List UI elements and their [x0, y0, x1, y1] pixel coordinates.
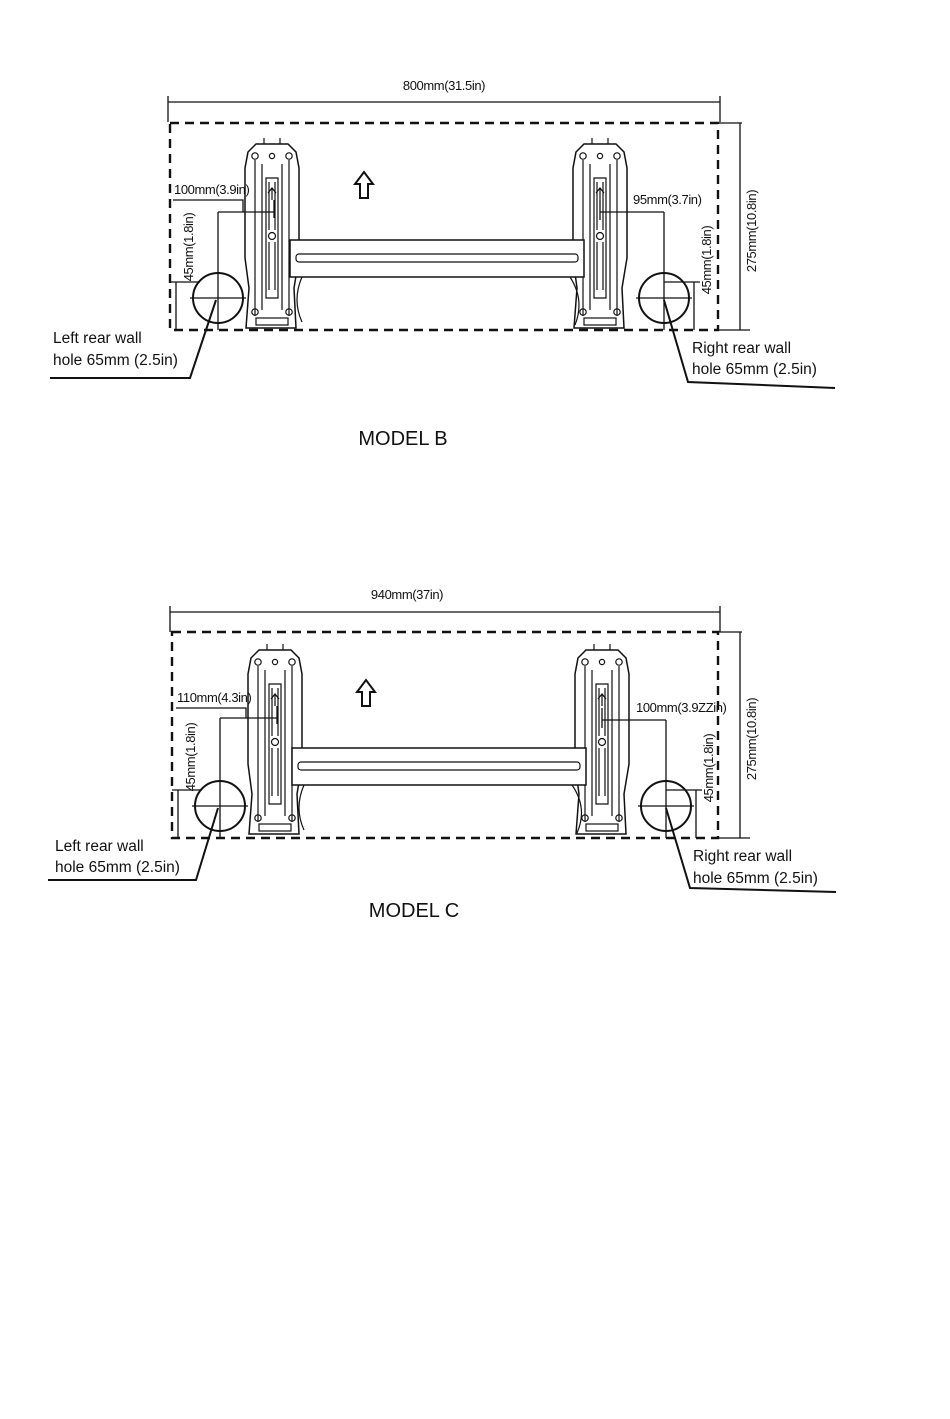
model-b-left-offset-label: 100mm(3.9in) [174, 182, 249, 197]
model-c-right-bracket [574, 643, 630, 835]
model-b-left-hole-label-line2: hole 65mm (2.5in) [53, 352, 178, 369]
model-c-right-hole-label-line2: hole 65mm (2.5in) [693, 870, 818, 887]
model-c-diagram: 940mm(37in) 275mm(10.8in) 110mm(4.3in) 1… [48, 587, 837, 922]
model-b-right-bracket [572, 137, 628, 329]
model-b-right-hole-height-label: 45mm(1.8in) [699, 226, 714, 295]
model-b-up-arrow-icon [354, 171, 374, 199]
model-b-title: MODEL B [358, 428, 447, 450]
model-b-right-hole-label-line1: Right rear wall [692, 340, 791, 357]
model-b-right-offset-label: 95mm(3.7in) [633, 192, 702, 207]
model-c-right-offset-label: 100mm(3.9ZZin) [636, 700, 727, 715]
model-b-right-hole-label-line2: hole 65mm (2.5in) [692, 361, 817, 378]
model-c-left-hole-label-line2: hole 65mm (2.5in) [55, 859, 180, 876]
model-c-width-label: 940mm(37in) [371, 587, 443, 602]
model-c-left-hole-height-label: 45mm(1.8in) [183, 723, 198, 792]
model-c-up-arrow-icon [356, 679, 376, 707]
model-b-left-hole-height-label: 45mm(1.8in) [181, 213, 196, 282]
model-c-left-bracket [247, 643, 303, 835]
model-c-right-hole-label-line1: Right rear wall [693, 848, 792, 865]
model-b-width-label: 800mm(31.5in) [403, 78, 485, 93]
model-b-left-hole-label-line1: Left rear wall [53, 330, 142, 347]
model-c-title: MODEL C [369, 900, 459, 922]
model-c-height-label: 275mm(10.8in) [744, 698, 759, 780]
model-c-right-hole-height-label: 45mm(1.8in) [701, 734, 716, 803]
model-b-diagram: 800mm(31.5in) 275mm(10.8in) 100mm(3.9in)… [50, 78, 836, 450]
model-c-left-hole-label-line1: Left rear wall [55, 838, 144, 855]
model-b-height-label: 275mm(10.8in) [744, 190, 759, 272]
model-c-left-offset-label: 110mm(4.3in) [177, 690, 252, 705]
model-b-left-bracket [244, 137, 300, 329]
model-b-crossbar [289, 239, 585, 278]
model-c-crossbar [291, 747, 587, 786]
